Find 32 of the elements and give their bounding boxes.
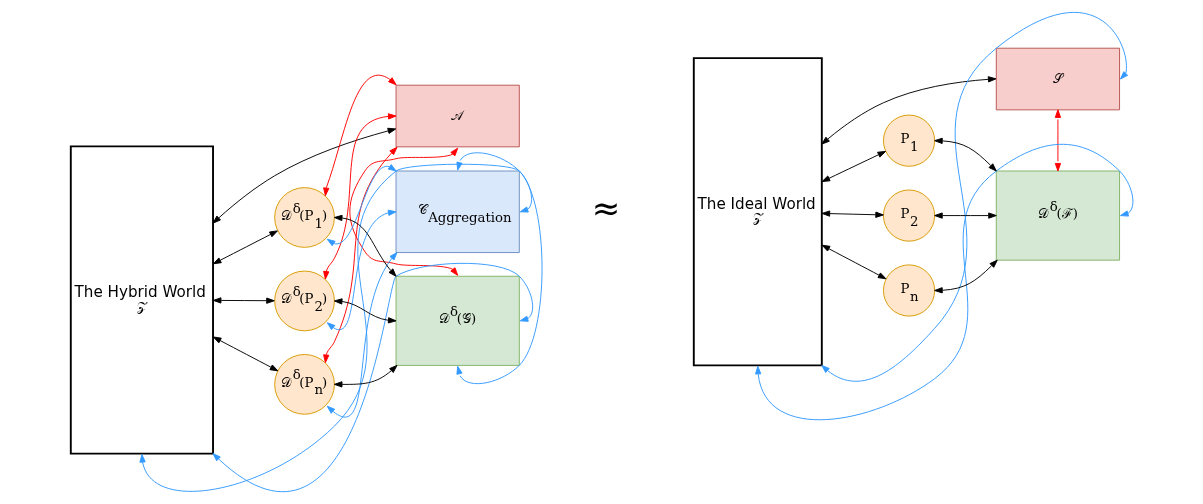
arrow [326,209,396,331]
arrow [322,146,397,364]
arrow [326,164,396,247]
arrow [820,76,996,145]
arrow [348,147,458,276]
arrow [333,214,396,277]
arrow [333,298,396,324]
arrow [754,143,1133,421]
arrow [933,137,997,172]
arrow [322,75,396,197]
arrow [820,12,1128,382]
label: ≈ [591,188,620,229]
arrow [821,244,886,280]
arrow [821,210,884,218]
arrow [212,297,275,304]
arrow [138,163,532,492]
arrow [455,152,543,385]
arrow [933,212,997,219]
arrow [212,127,396,224]
arrow [326,252,397,418]
arrow [821,150,886,183]
node-box: The Hybrid World 𝒵 [69,145,214,455]
arrow [933,259,998,294]
arrow [322,113,396,280]
arrow [1054,109,1061,172]
arrow [212,230,278,265]
arrow [212,262,533,493]
node-box: 𝒮 [995,47,1120,111]
arrow [333,364,397,388]
arrow [212,336,278,372]
node-box: 𝒜 [395,84,520,148]
node-box: The Ideal World 𝒵 [692,57,823,367]
